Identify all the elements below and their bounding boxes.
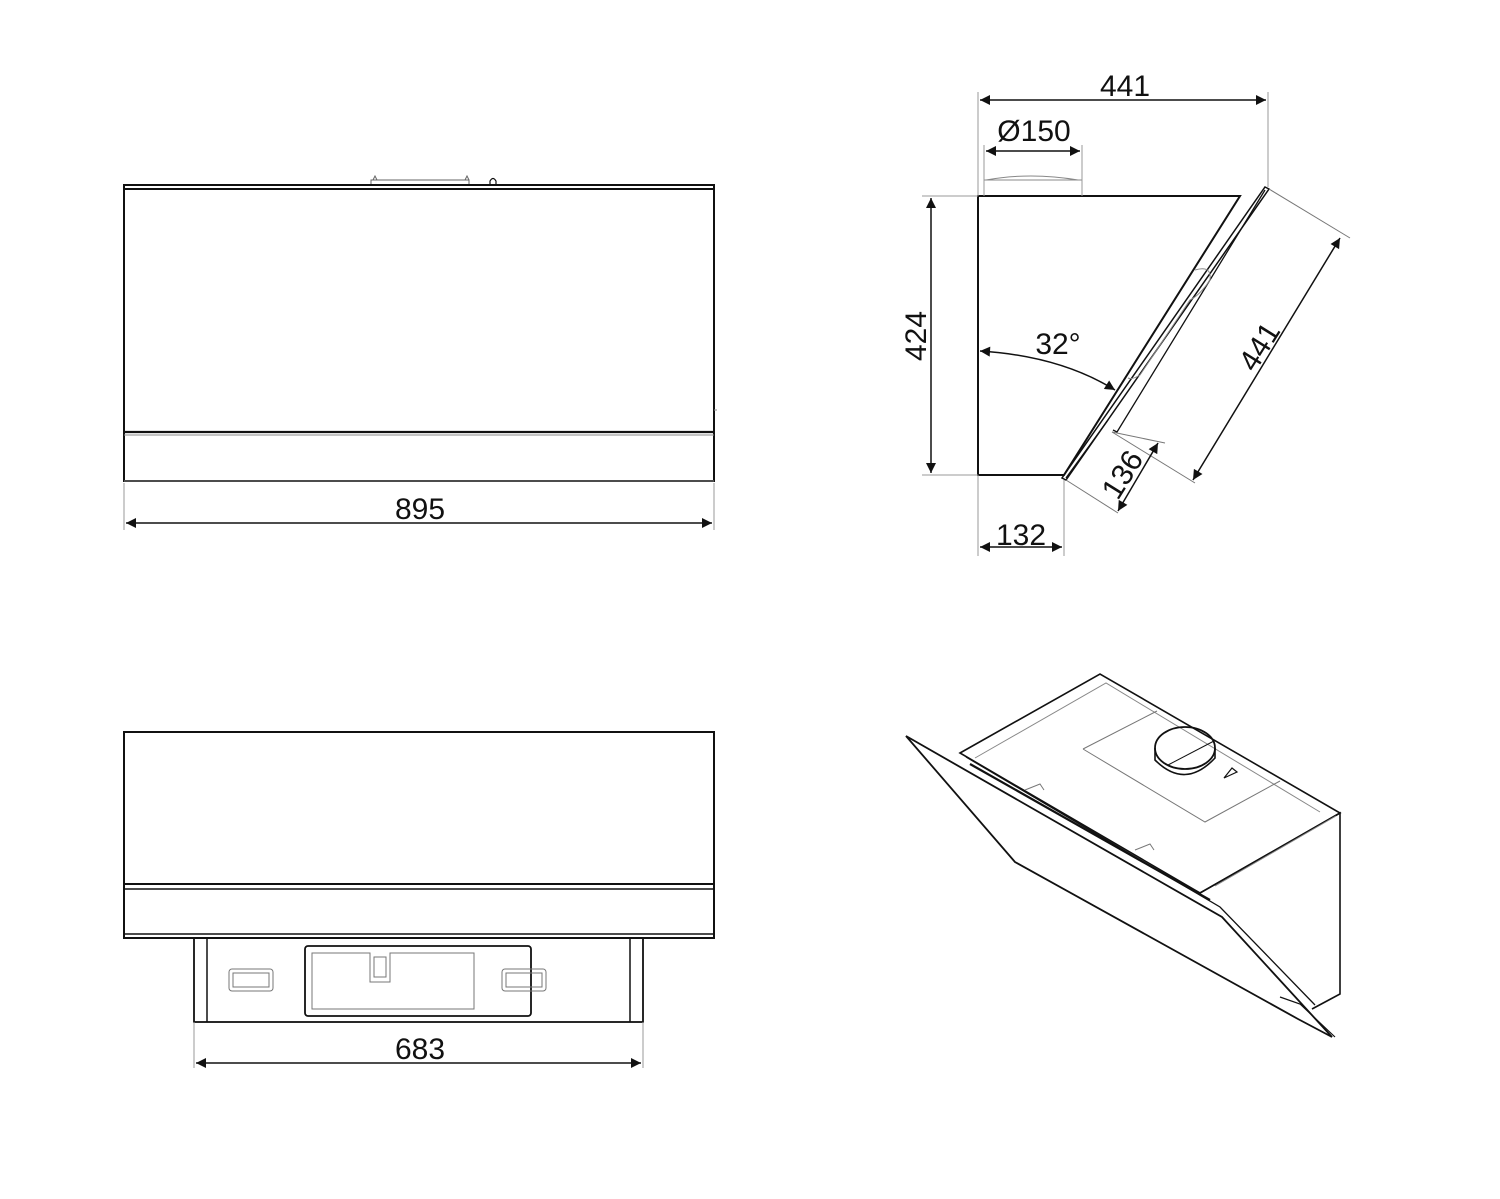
iso-glass-panel — [905, 735, 1333, 1038]
height-label: 424 — [900, 311, 933, 361]
lower-offset-label: 136 — [1096, 445, 1151, 505]
duct-spigot-outline — [370, 179, 470, 186]
iso-top-face — [958, 673, 1342, 894]
bottom-depth-label: 132 — [996, 519, 1046, 552]
cable-clip-icon — [489, 177, 497, 186]
isometric-view — [905, 673, 1342, 1038]
damper-clip-icon — [1223, 767, 1239, 779]
iso-side-face — [1199, 811, 1341, 1010]
front-view — [123, 174, 717, 482]
duct-ring-icon — [1154, 726, 1216, 770]
angle-label: 32° — [1035, 328, 1080, 361]
light-left — [228, 968, 274, 992]
glass-panel — [1060, 186, 1271, 481]
bottom-width-label: 683 — [395, 1033, 445, 1066]
grease-filter — [304, 945, 532, 1017]
filter-latch-icon — [373, 956, 387, 978]
bottom-view — [123, 731, 715, 1023]
duct-diameter-label: Ø150 — [997, 115, 1070, 148]
bottom-width-dimension: 683 — [193, 1022, 644, 1068]
front-width-label: 895 — [395, 493, 445, 526]
glass-length-label: 441 — [1233, 317, 1288, 377]
filter-housing — [193, 937, 644, 1023]
front-width-dimension: 895 — [123, 483, 715, 530]
light-right — [501, 968, 547, 992]
side-dimensions: 441 Ø150 424 32° 441 136 132 — [900, 70, 1351, 556]
hood-body-bottom — [123, 731, 715, 939]
hood-body — [123, 188, 715, 482]
hood-side-body — [977, 195, 1242, 476]
overall-depth-label: 441 — [1100, 70, 1150, 103]
